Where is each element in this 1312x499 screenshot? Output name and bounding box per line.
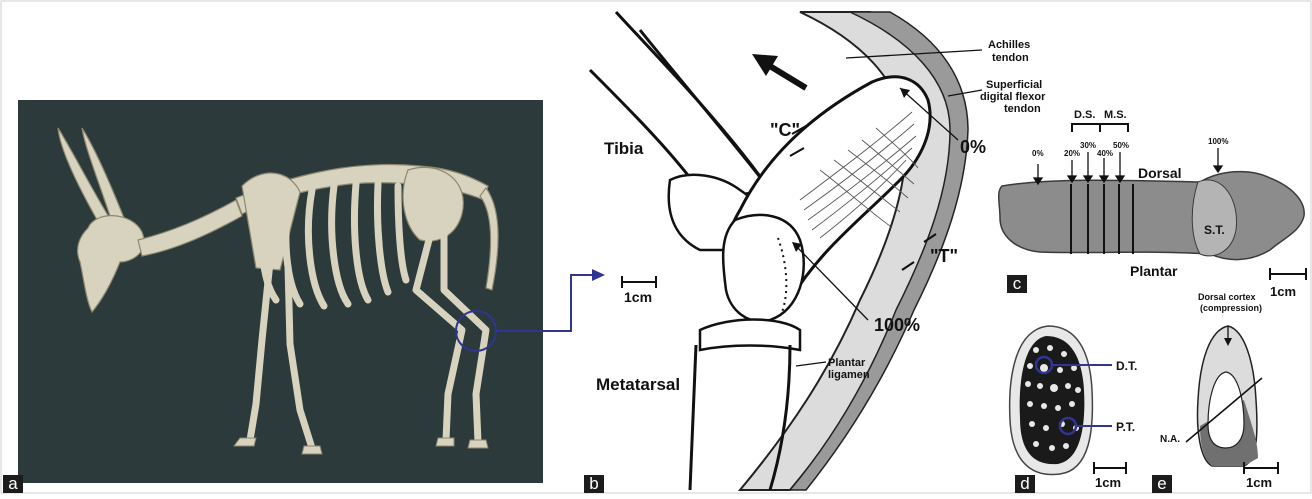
panel-tag-b: b	[584, 475, 604, 493]
panel-c-scale-label: 1cm	[1270, 284, 1296, 299]
label-c-50: 50%	[1113, 141, 1129, 150]
label-b-zero-pct: 0%	[960, 137, 986, 157]
panel-tag-c: c	[1007, 275, 1027, 293]
panel-e-scale-label: 1cm	[1246, 475, 1272, 490]
label-c-100: 100%	[1208, 137, 1228, 146]
label-c-40: 40%	[1097, 149, 1113, 158]
label-sdf-1: Superficial	[986, 79, 1042, 91]
panel-tag-e: e	[1152, 475, 1172, 493]
label-dt: D.T.	[1116, 359, 1137, 373]
label-cortex-1: Dorsal cortex	[1198, 292, 1256, 302]
calcaneus-specimen	[999, 172, 1304, 260]
panel-tag-d: d	[1015, 475, 1035, 493]
label-na: N.A.	[1160, 434, 1180, 445]
label-c-30: 30%	[1080, 141, 1096, 150]
panel-d-scale-label: 1cm	[1095, 475, 1121, 490]
panel-b-scale-label: 1cm	[624, 289, 652, 305]
label-pt: P.T.	[1116, 420, 1135, 434]
label-plantar-1: Plantar	[828, 357, 866, 369]
label-dorsal: Dorsal	[1138, 165, 1182, 181]
label-achilles-1: Achilles	[988, 39, 1030, 51]
label-tension: "T"	[930, 246, 958, 266]
tarsal-row	[700, 320, 800, 351]
label-c-20: 20%	[1064, 149, 1080, 158]
tarsal-bone	[723, 215, 804, 321]
label-achilles-2: tendon	[992, 52, 1029, 64]
label-ms: M.S.	[1104, 109, 1127, 121]
trabecular-network	[1020, 336, 1085, 464]
label-c-0: 0%	[1032, 149, 1044, 158]
panel-a-illustration	[18, 100, 605, 483]
label-sdf-3: tendon	[1004, 103, 1041, 115]
label-st: S.T.	[1204, 223, 1225, 237]
label-ds: D.S.	[1074, 109, 1095, 121]
label-plantar-2: ligamen	[828, 369, 870, 381]
label-compression: "C"	[770, 120, 800, 140]
label-sdf-2: digital flexor	[980, 91, 1046, 103]
label-b-hundred-pct: 100%	[874, 315, 920, 335]
label-plantar: Plantar	[1130, 263, 1178, 279]
label-cortex-2: (compression)	[1200, 303, 1262, 313]
label-metatarsal: Metatarsal	[596, 375, 680, 394]
panel-tag-a: a	[3, 475, 23, 493]
label-tibia: Tibia	[604, 139, 644, 158]
